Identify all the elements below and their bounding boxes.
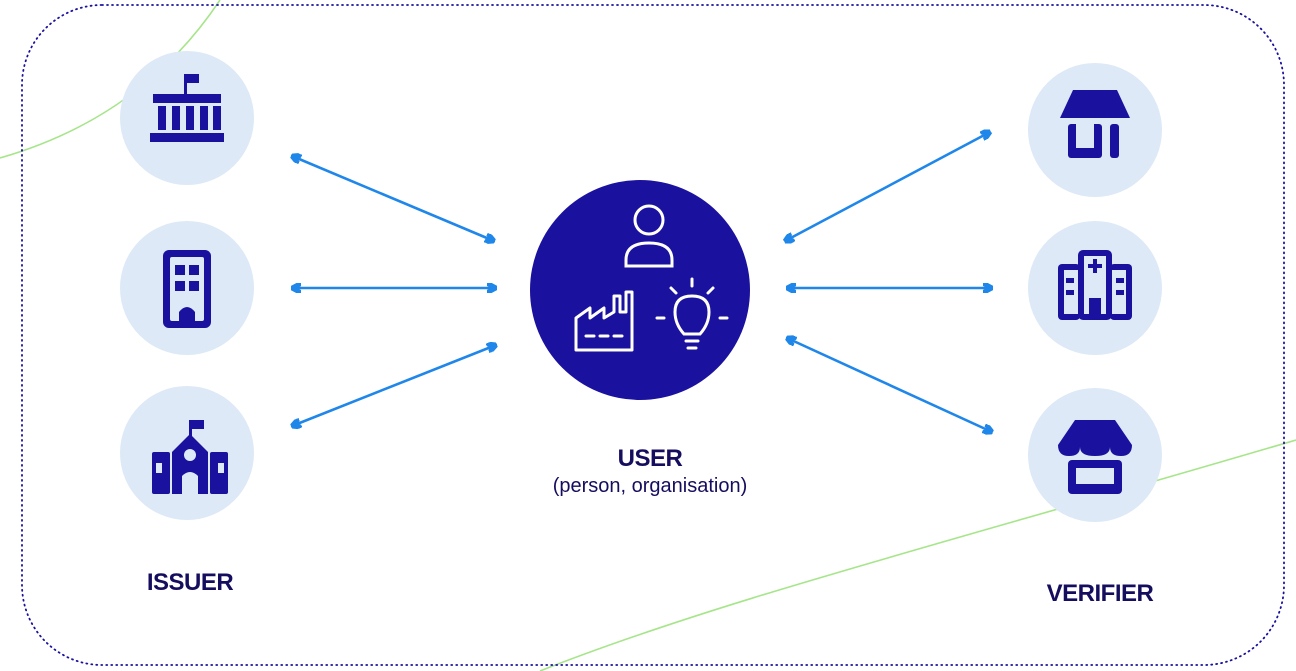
government-building-icon bbox=[150, 74, 224, 142]
verifier-label: VERIFIER bbox=[1046, 580, 1154, 607]
office-building-icon bbox=[163, 250, 211, 328]
lightbulb-icon bbox=[655, 277, 729, 350]
arrow-user-verifier-shop bbox=[785, 132, 990, 241]
dotted-border bbox=[21, 4, 1285, 666]
verifier-node-shop bbox=[1028, 63, 1162, 197]
verifier-node-hospital bbox=[1028, 221, 1162, 355]
arrow-issuer-school-user bbox=[292, 345, 496, 426]
arrow-issuer-government-user bbox=[292, 156, 494, 241]
hospital-icon bbox=[1058, 250, 1132, 320]
user-subtitle: (person, organisation) bbox=[552, 475, 748, 497]
user-title: USER bbox=[617, 445, 683, 472]
store-awning-icon bbox=[1058, 420, 1132, 494]
verifier-node-store bbox=[1028, 388, 1162, 522]
school-icon bbox=[152, 420, 228, 494]
issuer-node-government bbox=[120, 51, 254, 185]
issuer-node-office bbox=[120, 221, 254, 355]
issuer-node-school bbox=[120, 386, 254, 520]
shop-icon bbox=[1060, 90, 1130, 158]
user-node bbox=[530, 180, 750, 400]
decorative-green-curve-top-left bbox=[0, 0, 221, 159]
connection-arrows bbox=[292, 132, 992, 432]
issuer-label: ISSUER bbox=[146, 569, 234, 596]
user-caption: USER (person, organisation) bbox=[500, 445, 800, 499]
arrow-user-verifier-store bbox=[787, 338, 992, 432]
person-icon bbox=[624, 204, 674, 268]
factory-icon bbox=[574, 290, 634, 352]
